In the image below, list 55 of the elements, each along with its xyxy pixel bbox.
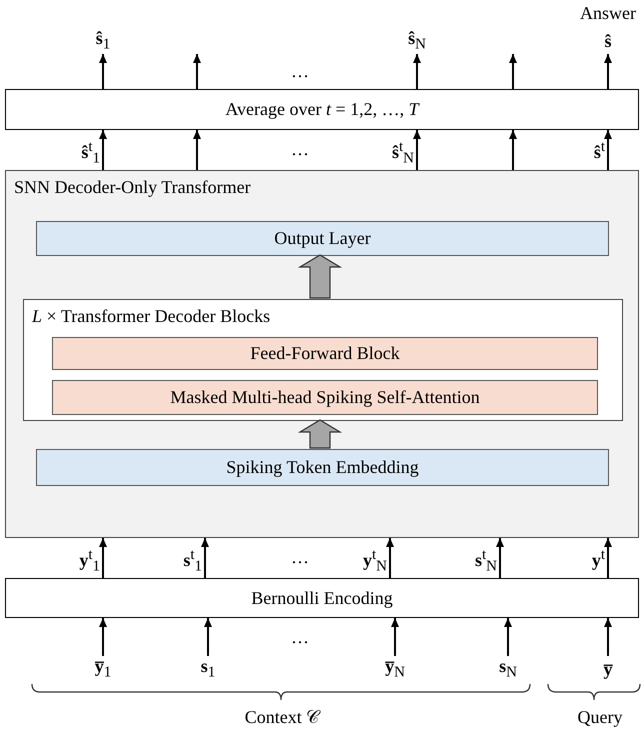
arrow xyxy=(99,54,107,89)
arrow xyxy=(509,54,517,89)
layer-box xyxy=(36,449,609,486)
group-title: L × Transformer Decoder Blocks xyxy=(32,306,270,327)
math-symbol: y̅ xyxy=(604,658,612,680)
ellipsis-text: … xyxy=(291,140,309,158)
box-label: Masked Multi-head Spiking Self-Attention xyxy=(170,387,480,408)
ellipsis-text: … xyxy=(291,62,309,80)
arrow xyxy=(413,54,421,89)
process-bar xyxy=(5,89,639,130)
arrow xyxy=(604,130,612,170)
edge-label: ŝ$^{t}$ xyxy=(594,140,605,161)
arrow xyxy=(99,130,107,170)
block-arrow xyxy=(298,419,342,449)
arrow xyxy=(193,130,201,170)
arrow xyxy=(509,130,517,170)
group-caption: Query xyxy=(578,708,622,726)
block-group xyxy=(23,299,623,421)
arrow xyxy=(386,538,394,578)
box-label: Output Layer xyxy=(274,228,371,249)
box-label: Bernoulli Encoding xyxy=(251,588,393,608)
math-symbol: ŝ$_{1}$ xyxy=(96,28,110,54)
math-symbol: y̅$_{N}$ xyxy=(385,656,405,682)
module-panel xyxy=(5,170,639,538)
arrow xyxy=(604,538,612,578)
ellipsis-text: … xyxy=(291,548,309,566)
group-caption: Context 𝒞 xyxy=(244,708,320,726)
arrow xyxy=(99,538,107,578)
arrow xyxy=(99,618,107,656)
arrow xyxy=(504,618,512,656)
arrow xyxy=(413,130,421,170)
layer-box xyxy=(36,221,609,256)
layer-box xyxy=(52,337,598,370)
block-arrow xyxy=(298,254,342,299)
arrow xyxy=(604,618,612,656)
arrow xyxy=(604,54,612,89)
box-label: Feed-Forward Block xyxy=(250,343,400,364)
arrow xyxy=(193,54,201,89)
arrow xyxy=(201,538,209,578)
math-symbol: ŝ xyxy=(604,30,612,52)
math-symbol: s$_{1}$ xyxy=(200,656,216,682)
arrow xyxy=(391,618,399,656)
box-label: Spiking Token Embedding xyxy=(226,457,419,478)
math-symbol: y̅$_{1}$ xyxy=(94,656,112,682)
arrow xyxy=(496,538,504,578)
process-bar xyxy=(5,578,639,618)
math-symbol: s$_{N}$ xyxy=(499,656,517,682)
layer-box xyxy=(52,380,598,415)
math-symbol: ŝ$_{N}$ xyxy=(408,28,426,54)
box-label: Average over t = 1,2, …, T xyxy=(225,99,419,120)
ellipsis-text: … xyxy=(291,628,309,646)
caption-text: Answer xyxy=(580,4,636,22)
edge-label: y$^{t}$ xyxy=(592,548,605,569)
arrow xyxy=(204,618,212,656)
group-title: SNN Decoder-Only Transformer xyxy=(14,177,251,198)
